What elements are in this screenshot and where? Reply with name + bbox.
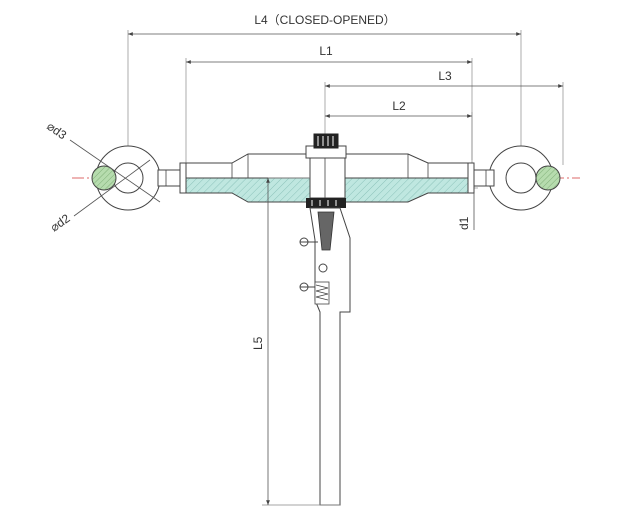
dimension-l2: L2 bbox=[325, 99, 473, 160]
dimension-l1-label: L1 bbox=[319, 44, 333, 58]
pawl-screw-upper bbox=[299, 237, 318, 247]
dimension-l5-label: L5 bbox=[251, 336, 265, 350]
left-eye-pin bbox=[91, 165, 117, 191]
ratchet-head bbox=[305, 133, 347, 208]
dimension-l4-label: L4（CLOSED-OPENED） bbox=[254, 13, 395, 27]
pawl-screw-middle bbox=[318, 263, 328, 273]
right-rod bbox=[463, 162, 495, 194]
handle bbox=[299, 207, 351, 506]
dimension-d2-label: ⌀d2 bbox=[48, 211, 73, 234]
dimension-d3-label: ⌀d3 bbox=[44, 119, 69, 142]
dimension-l4: L4（CLOSED-OPENED） bbox=[127, 13, 522, 150]
dimension-l3: L3 bbox=[324, 69, 564, 165]
left-rod bbox=[157, 162, 191, 194]
dimension-d1-label: d1 bbox=[457, 216, 471, 230]
right-eye-pin bbox=[535, 165, 561, 191]
dimension-l5: L5 bbox=[251, 177, 340, 506]
dimension-l2-label: L2 bbox=[392, 99, 406, 113]
dimension-l1: L1 bbox=[185, 44, 473, 165]
left-eye: ⌀d3 ⌀d2 bbox=[44, 119, 161, 234]
dimension-l3-label: L3 bbox=[438, 69, 452, 83]
spring bbox=[314, 281, 330, 305]
right-eye bbox=[488, 145, 561, 211]
turnbuckle-body bbox=[185, 153, 469, 203]
